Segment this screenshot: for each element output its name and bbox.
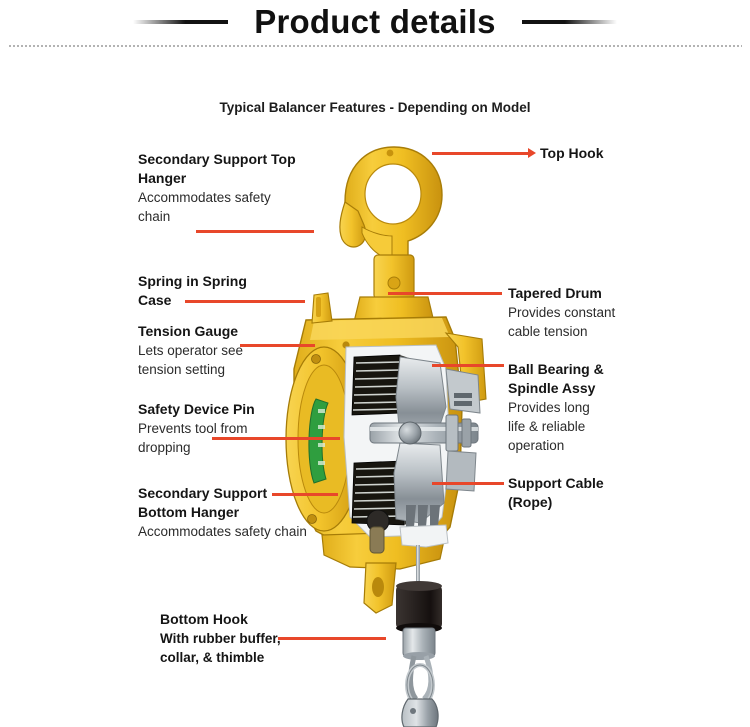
callout-tension-gauge: Tension Gauge Lets operator see tension … [138,322,328,379]
callout-title-line2: Case [138,292,172,308]
callout-desc-line2: tension setting [138,362,226,377]
leader-line-top-hanger [196,230,314,233]
leader-line-safety-device-pin [212,437,340,440]
callout-title-line1: Secondary Support Top [138,151,296,167]
rubber-buffer-graphic [396,581,442,633]
product-figure: Typical Balancer Features - Depending on… [0,52,750,727]
callout-title-line2: Bottom Hanger [138,504,240,520]
callout-title-line1: Secondary Support [138,485,268,501]
cable-collar-graphic [402,627,436,660]
wire-rope-thimble-graphic [405,655,435,707]
callout-spring-in-spring-case: Spring in Spring Case [138,272,328,310]
page-header: Product details [0,0,750,52]
callout-title-line1: Spring in Spring [138,273,247,289]
callout-support-cable-rope: Support Cable (Rope) [508,474,718,512]
callout-title-line1: Bottom Hook [160,611,248,627]
callout-desc-line2: life & reliable [508,419,586,434]
page-title: Product details [254,3,496,40]
callout-secondary-support-bottom-hanger: Secondary Support Bottom Hanger Accommod… [138,484,348,541]
bottom-hook-graphic [401,698,439,727]
leader-line-support-cable [432,482,504,485]
title-rule-left-icon [133,20,229,24]
callout-desc-line1: Prevents tool from [138,421,248,436]
cutaway-interior-graphic [343,344,481,554]
callout-desc-line1: Provides long [508,400,590,415]
callout-title-line1: Support Cable [508,475,604,491]
leader-line-top-hook [432,152,530,155]
callout-title-line1: Tension Gauge [138,323,239,339]
leader-line-tension-gauge [240,344,315,347]
safety-device-pin-graphic [366,509,390,554]
callout-desc-line1: Accommodates safety chain [138,524,307,539]
callout-title-line2: (Rope) [508,494,553,510]
figure-caption: Typical Balancer Features - Depending on… [219,100,531,115]
callout-desc-line2: dropping [138,440,191,455]
spindle-shaft-graphic [369,414,479,452]
callout-desc-line2: collar, & thimble [160,650,265,665]
callout-desc-line1: Lets operator see [138,343,244,358]
leader-line-bottom-hook [278,637,386,640]
callout-desc-line3: operation [508,438,565,453]
callout-title-line2: Spindle Assy [508,380,596,396]
leader-line-ball-bearing [432,364,504,367]
callout-title-line2: Hanger [138,170,187,186]
callout-title-line1: Ball Bearing & [508,361,604,377]
callout-title-line1: Top Hook [540,145,604,161]
callout-desc-line1: Provides constant [508,305,616,320]
callout-secondary-support-top-hanger: Secondary Support Top Hanger Accommodate… [138,150,328,226]
callout-desc-line1: With rubber buffer, [160,631,281,646]
callout-desc-line1: Accommodates safety [138,190,271,205]
leader-line-tapered-drum [388,292,502,295]
callout-safety-device-pin: Safety Device Pin Prevents tool from dro… [138,400,328,457]
top-hook-graphic [339,146,443,323]
header-dotted-divider [8,45,742,47]
leader-line-spring-case [185,300,305,303]
callout-bottom-hook: Bottom Hook With rubber buffer, collar, … [160,610,360,667]
title-row: Product details [0,2,750,42]
callout-title-line1: Safety Device Pin [138,401,255,417]
callout-desc-line2: cable tension [508,324,588,339]
leader-arrow-top-hook-icon [528,148,536,158]
callout-title-line1: Tapered Drum [508,285,602,301]
callout-ball-bearing-spindle-assy: Ball Bearing & Spindle Assy Provides lon… [508,360,718,455]
callout-tapered-drum: Tapered Drum Provides constant cable ten… [508,284,718,341]
ratchet-teeth-graphic [406,505,440,527]
support-cable-graphic [416,545,420,589]
callout-top-hook: Top Hook [540,144,740,163]
leader-line-bottom-hanger [272,493,338,496]
title-rule-right-icon [521,20,617,24]
callout-desc-line2: chain [138,209,171,224]
balancer-illustration [250,107,530,727]
